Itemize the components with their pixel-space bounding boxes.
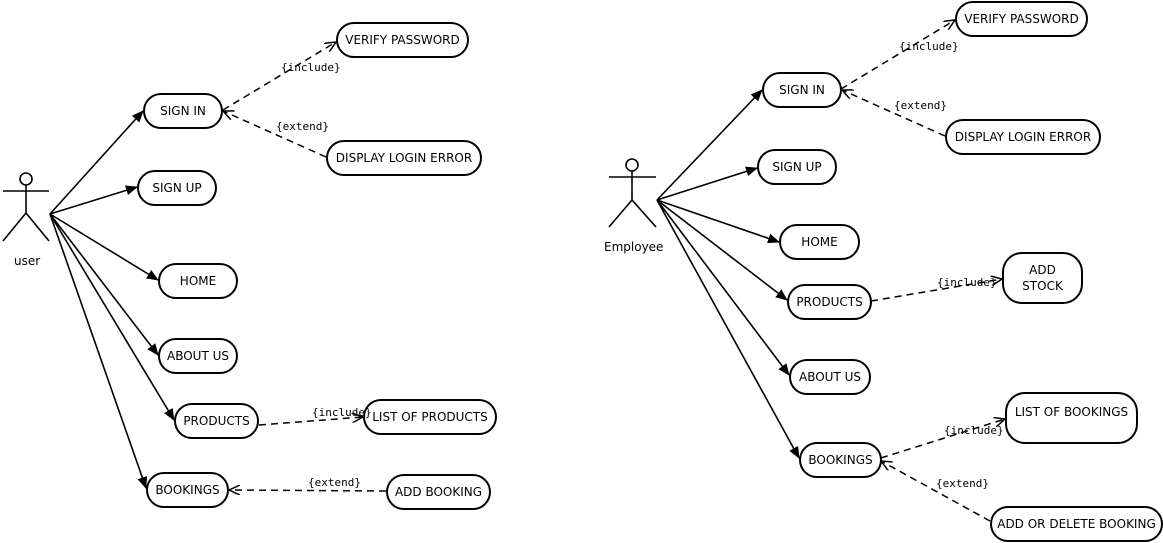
add-stock-line1: ADD: [1029, 263, 1056, 277]
assoc-employee-signup: [656, 166, 758, 201]
label-right-include-stock: {include}: [937, 276, 997, 289]
left-associations: [49, 110, 175, 489]
usecase-left-sign-up[interactable]: SIGN UP: [137, 170, 217, 206]
usecase-right-add-stock[interactable]: ADD STOCK: [1002, 252, 1083, 304]
dep-e-bookings-list: [880, 419, 1005, 459]
assoc-employee-signin: [656, 89, 763, 201]
assoc-user-signup: [49, 185, 138, 215]
usecase-left-products[interactable]: PRODUCTS: [174, 403, 259, 439]
label-right-include-verify: {include}: [899, 40, 959, 53]
label-left-include-verify: {include}: [281, 61, 341, 74]
actor-employee-figure: [608, 158, 657, 228]
add-stock-line2: STOCK: [1022, 279, 1063, 293]
usecase-left-add-booking[interactable]: ADD BOOKING: [386, 474, 491, 510]
usecase-right-bookings[interactable]: BOOKINGS: [799, 442, 882, 478]
actor-user-figure: [2, 172, 50, 242]
usecase-left-sign-in[interactable]: SIGN IN: [143, 93, 223, 129]
assoc-employee-products: [656, 199, 788, 301]
usecase-left-about-us[interactable]: ABOUT US: [158, 338, 238, 374]
label-right-include-bookings: {include}: [944, 424, 1004, 437]
dep-e-signin-verify: [840, 20, 955, 90]
usecase-right-sign-up[interactable]: SIGN UP: [757, 149, 837, 185]
assoc-user-aboutus: [49, 213, 159, 356]
actor-user-label: user: [14, 254, 41, 268]
dep-signin-verify: [222, 42, 336, 111]
dep-error-signin: [223, 111, 327, 158]
assoc-user-signin: [49, 110, 144, 215]
label-left-extend-booking: {extend}: [308, 476, 361, 489]
usecase-right-about-us[interactable]: ABOUT US: [789, 359, 871, 395]
usecase-right-sign-in[interactable]: SIGN IN: [762, 72, 842, 108]
usecase-left-bookings[interactable]: BOOKINGS: [146, 472, 229, 508]
dep-addbooking-bookings: [229, 490, 387, 491]
usecase-right-verify-password[interactable]: VERIFY PASSWORD: [955, 1, 1088, 37]
label-right-extend-bookings: {extend}: [936, 477, 989, 490]
usecase-left-verify-password[interactable]: VERIFY PASSWORD: [336, 22, 469, 58]
left-dependencies: [222, 42, 387, 491]
assoc-user-products: [49, 213, 175, 421]
assoc-employee-bookings: [656, 199, 800, 459]
assoc-user-bookings: [49, 213, 148, 489]
usecase-right-display-login-error[interactable]: DISPLAY LOGIN ERROR: [945, 119, 1101, 155]
right-dependencies: [840, 20, 1005, 522]
dep-e-products-stock: [870, 279, 1002, 302]
assoc-employee-home: [656, 199, 780, 244]
assoc-employee-aboutus: [656, 199, 790, 376]
label-left-extend-error: {extend}: [276, 120, 329, 133]
usecase-right-products[interactable]: PRODUCTS: [787, 284, 872, 320]
label-right-extend-error: {extend}: [894, 99, 947, 112]
usecase-left-list-of-products[interactable]: LIST OF PRODUCTS: [363, 399, 497, 435]
usecase-right-home[interactable]: HOME: [779, 224, 860, 260]
assoc-user-home: [49, 213, 159, 281]
usecase-right-add-or-delete-booking[interactable]: ADD OR DELETE BOOKING: [990, 506, 1163, 542]
dep-products-list: [258, 417, 363, 426]
dep-e-adddelete-bookings: [881, 461, 991, 522]
right-associations: [656, 89, 800, 459]
usecase-right-list-of-bookings[interactable]: LIST OF BOOKINGS: [1005, 392, 1138, 444]
usecase-left-home[interactable]: HOME: [158, 263, 238, 299]
actor-employee-label: Employee: [604, 240, 664, 254]
dep-e-error-signin: [842, 90, 946, 137]
label-left-include-products: {include}: [312, 406, 372, 419]
usecase-left-display-login-error[interactable]: DISPLAY LOGIN ERROR: [326, 140, 482, 176]
